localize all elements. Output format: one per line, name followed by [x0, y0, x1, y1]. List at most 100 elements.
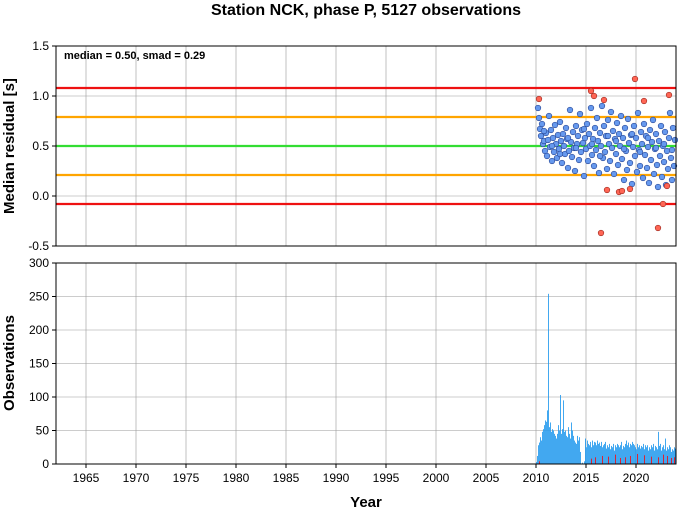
- inlier-point: [587, 104, 595, 112]
- inlier-point: [601, 148, 609, 156]
- observation-bar: [668, 449, 669, 464]
- observation-bar: [651, 445, 652, 464]
- tick-label: 1990: [323, 471, 350, 485]
- outlier-point: [618, 187, 626, 195]
- outlier-bar: [663, 454, 664, 464]
- outlier-point: [590, 92, 598, 100]
- tick-label: 250: [29, 290, 49, 304]
- observation-bar: [552, 429, 553, 464]
- residual-y-ticks: -0.50.00.51.01.5: [28, 39, 56, 253]
- observation-bar: [603, 445, 604, 464]
- observation-bar: [586, 447, 587, 464]
- tick-label: 1.5: [32, 39, 49, 53]
- outlier-bar: [608, 456, 609, 464]
- inlier-point: [609, 127, 617, 135]
- observation-bar: [655, 445, 656, 464]
- observation-bar: [536, 461, 537, 464]
- outlier-bar: [595, 457, 596, 464]
- outlier-point: [587, 87, 595, 95]
- inlier-point: [640, 120, 648, 128]
- inlier-point: [556, 118, 564, 126]
- outlier-bar: [602, 455, 603, 464]
- inlier-point: [626, 159, 634, 167]
- observation-bar: [627, 445, 628, 464]
- observation-bar: [635, 447, 636, 464]
- observation-bar: [664, 449, 665, 464]
- outlier-point: [597, 229, 605, 237]
- inlier-point: [584, 157, 592, 165]
- inlier-point: [668, 176, 676, 184]
- inlier-point: [612, 150, 620, 158]
- observation-bar: [659, 445, 660, 464]
- inlier-point: [650, 170, 658, 178]
- inlier-point: [597, 142, 605, 150]
- inlier-point: [574, 132, 582, 140]
- residual-y-axis-label: Median residual [s]: [1, 78, 18, 214]
- inlier-point: [670, 162, 678, 170]
- observation-bar: [666, 450, 667, 464]
- observation-bar: [545, 420, 546, 464]
- observation-bar: [574, 440, 575, 464]
- observation-bar: [562, 429, 563, 464]
- inlier-point: [569, 128, 577, 136]
- inlier-point: [560, 142, 568, 150]
- observation-bar: [669, 445, 670, 464]
- observation-bar: [620, 445, 621, 464]
- observation-bar: [543, 429, 544, 464]
- observation-bar: [557, 433, 558, 464]
- inlier-point: [545, 112, 553, 120]
- observation-bar: [622, 449, 623, 464]
- tick-label: 200: [29, 323, 49, 337]
- observation-bar: [575, 442, 576, 464]
- observation-bar: [551, 431, 552, 464]
- inlier-point: [558, 159, 566, 167]
- inlier-point: [547, 126, 555, 134]
- observation-bar: [555, 435, 556, 464]
- observation-bar: [573, 435, 574, 464]
- inlier-point: [591, 124, 599, 132]
- inlier-point: [604, 116, 612, 124]
- observation-bar: [561, 433, 562, 464]
- inlier-point: [631, 152, 639, 160]
- inlier-point: [592, 146, 600, 154]
- inlier-point: [595, 169, 603, 177]
- observation-bar: [537, 455, 538, 464]
- observation-bar: [609, 443, 610, 464]
- outlier-bar: [658, 457, 659, 464]
- inlier-point: [636, 148, 644, 156]
- outlier-point: [665, 91, 673, 99]
- observation-bar: [649, 447, 650, 464]
- observation-bar: [553, 430, 554, 464]
- inlier-point: [585, 130, 593, 138]
- observations-grid: [56, 262, 676, 465]
- outlier-point: [535, 95, 543, 103]
- observation-bar: [613, 443, 614, 464]
- inlier-point: [571, 167, 579, 175]
- observation-bar: [629, 447, 630, 464]
- observation-bar: [653, 443, 654, 464]
- inlier-point: [557, 137, 565, 145]
- observation-bar: [564, 431, 565, 464]
- observation-bar: [636, 449, 637, 464]
- inlier-point: [644, 134, 652, 142]
- observation-bar: [605, 441, 606, 464]
- observation-bar: [625, 443, 626, 464]
- observation-bar: [660, 443, 661, 464]
- tick-label: 0.0: [32, 189, 49, 203]
- tick-label: 0: [42, 457, 49, 471]
- observation-bar: [542, 431, 543, 464]
- inlier-point: [580, 172, 588, 180]
- observation-bar: [632, 441, 633, 464]
- observation-bar: [571, 422, 572, 464]
- inlier-point: [556, 150, 564, 158]
- inlier-point: [610, 170, 618, 178]
- inlier-point: [658, 173, 666, 181]
- tick-label: 1995: [373, 471, 400, 485]
- inlier-point: [660, 140, 668, 148]
- inlier-point: [619, 134, 627, 142]
- observation-bar: [544, 425, 545, 464]
- inlier-point: [548, 157, 556, 165]
- observation-bar: [628, 442, 629, 464]
